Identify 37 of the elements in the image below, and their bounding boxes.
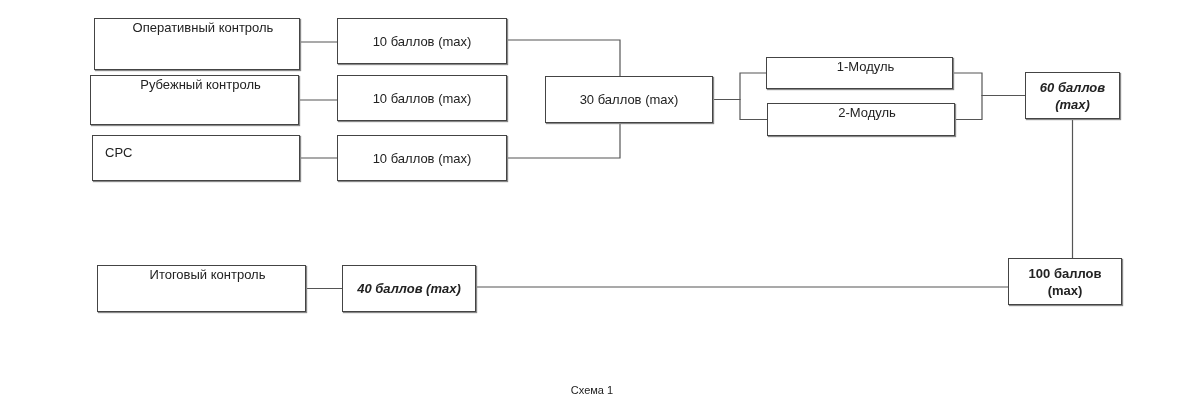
connector-line: [475, 286, 1009, 288]
connector-line: [1071, 118, 1074, 259]
box-text: 30 баллов (max): [579, 91, 679, 108]
text-box: [766, 57, 953, 89]
box-text: 10 баллов (max): [372, 32, 472, 50]
box-text: 60 баллов (max): [1038, 78, 1107, 113]
connector-line: [506, 122, 621, 159]
box-text: Итоговый контроль: [149, 266, 266, 283]
box-text: 10 баллов (max): [372, 89, 472, 107]
text-box: [767, 103, 955, 136]
caption: Схема 1: [569, 383, 615, 398]
box-text: Рубежный контроль: [140, 76, 261, 93]
text-box: [97, 265, 306, 312]
box-text: СРС: [105, 144, 133, 161]
connector-line: [299, 157, 338, 159]
text-box: [1025, 72, 1120, 119]
connector-line: [299, 41, 338, 43]
text-box: [545, 76, 713, 123]
box-text: 10 баллов (max): [372, 149, 472, 167]
text-box: [337, 135, 507, 181]
text-box: [92, 135, 300, 181]
connector-line: [506, 39, 621, 77]
text-box: [337, 18, 507, 64]
box-text: 2-Модуль: [838, 104, 896, 121]
text-box: [337, 75, 507, 121]
box-text: Оперативный контроль: [132, 19, 274, 36]
connector-line: [298, 99, 338, 101]
connector-line: [954, 94, 1026, 121]
text-box: [90, 75, 299, 125]
box-text: 40 баллов (max): [357, 280, 461, 297]
connector-line: [712, 98, 768, 121]
box-text: 1-Модуль: [836, 58, 895, 75]
connector-line: [305, 287, 343, 290]
text-box: [1008, 258, 1122, 305]
text-box: [342, 265, 476, 312]
box-text: 100 баллов (max): [1027, 264, 1103, 299]
text-box: [94, 18, 300, 70]
